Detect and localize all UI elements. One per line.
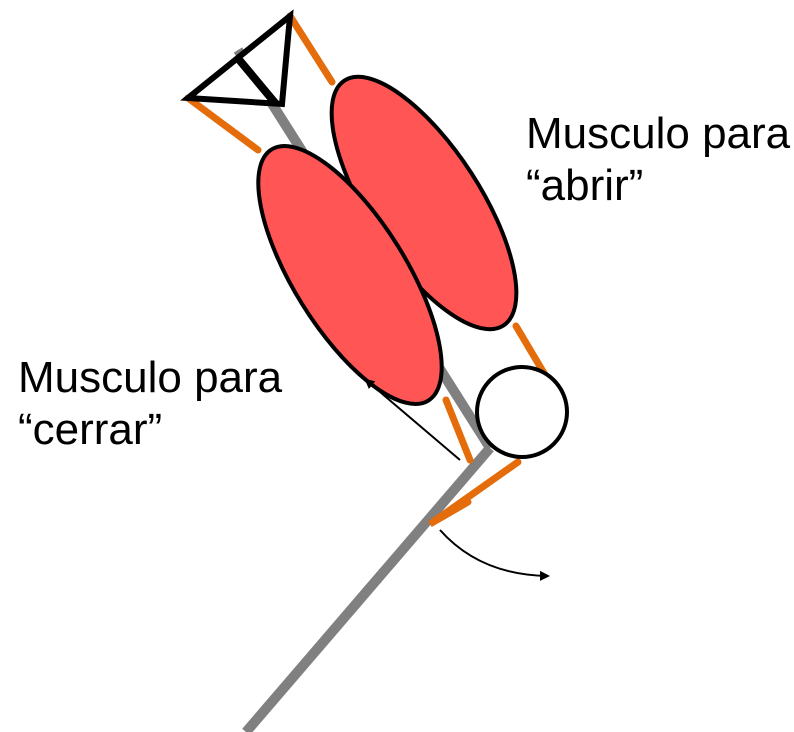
closing-muscle-label-line1: Musculo para — [18, 352, 282, 404]
closing-muscle-label-line2: “cerrar” — [18, 404, 282, 456]
opening-muscle-label: Musculo para “abrir” — [526, 108, 790, 212]
closing-muscle-label: Musculo para “cerrar” — [18, 352, 282, 456]
top-attachment — [188, 16, 290, 104]
tendon-top-left — [188, 98, 258, 150]
opening-muscle-label-line2: “abrir” — [526, 160, 790, 212]
opening-muscle-label-line1: Musculo para — [526, 108, 790, 160]
rotation-arrow — [440, 530, 548, 576]
tendon-top-right — [290, 16, 332, 82]
lower-bone — [246, 448, 490, 732]
joint-circle — [477, 367, 567, 457]
